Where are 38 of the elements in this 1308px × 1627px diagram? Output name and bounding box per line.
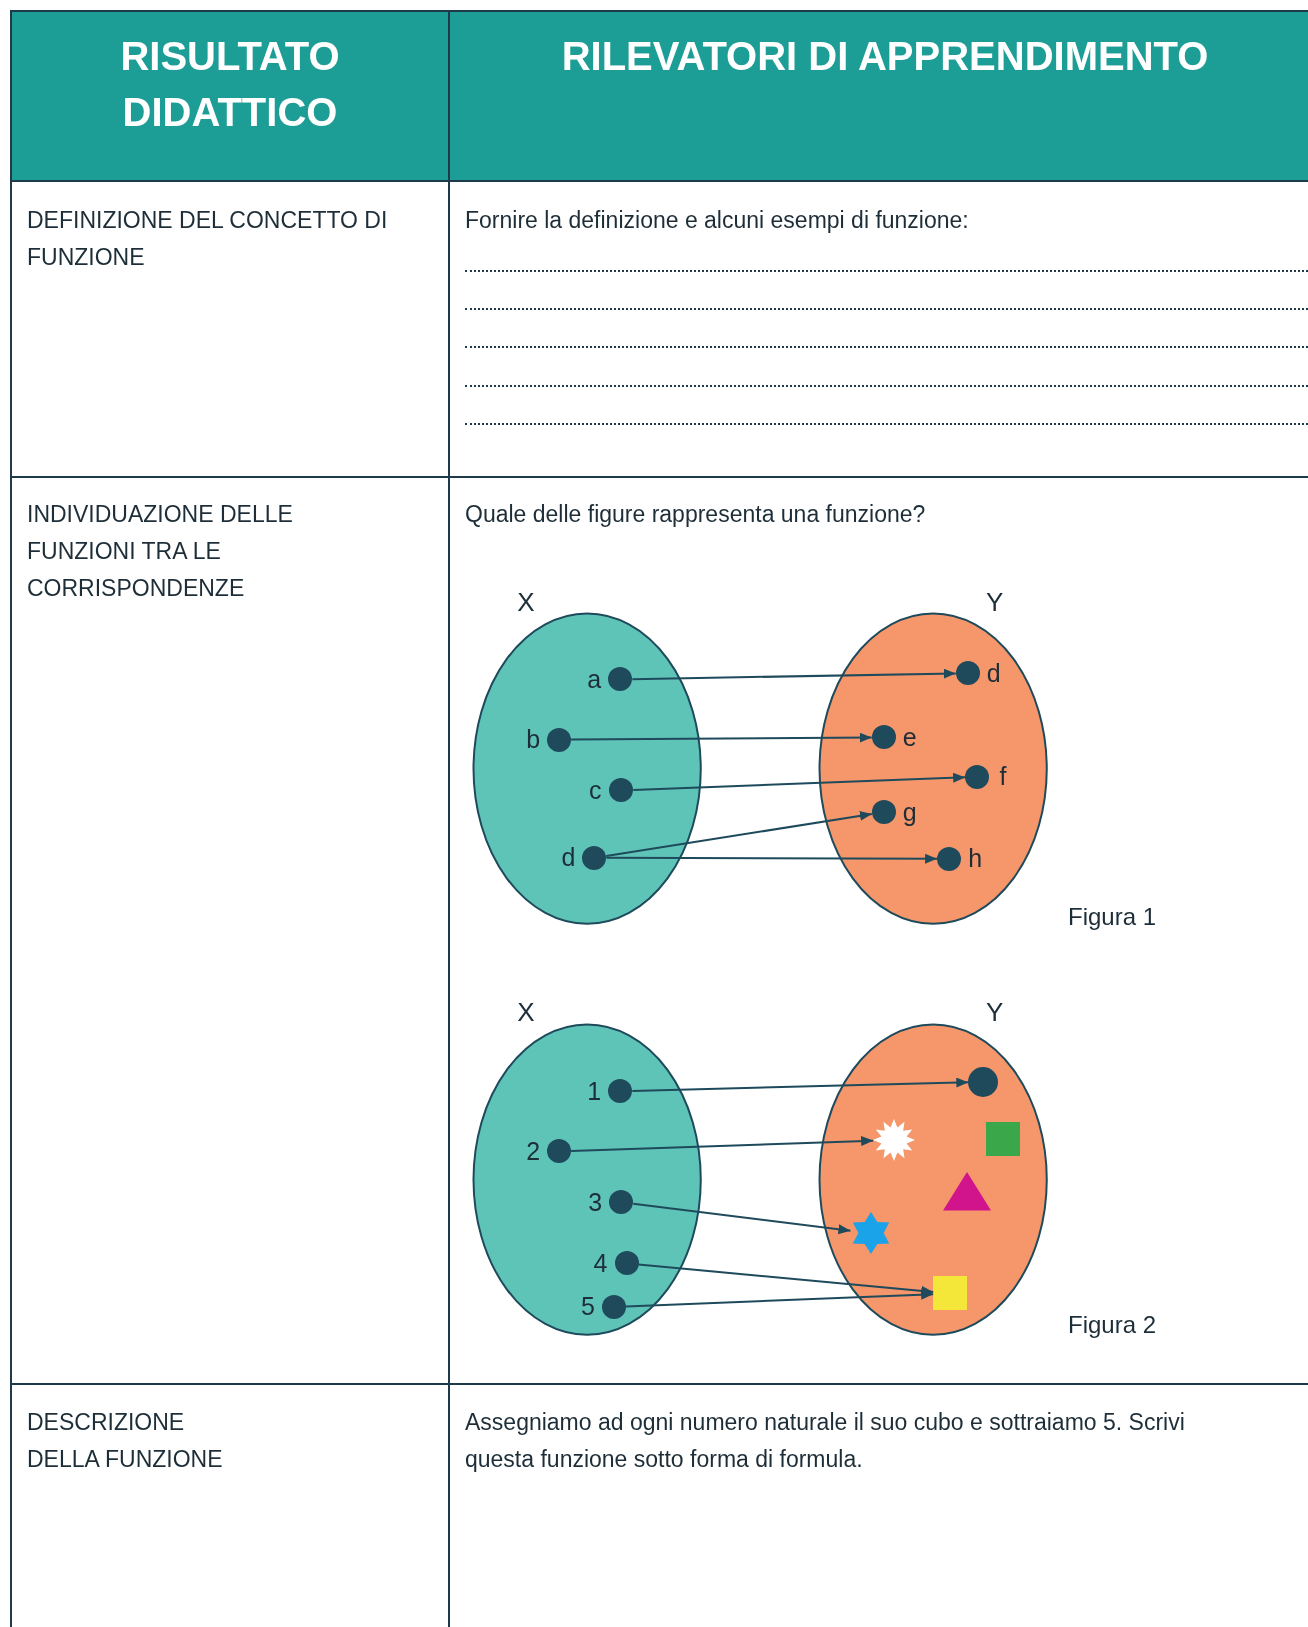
- element-label: 5: [580, 1294, 596, 1320]
- element-label: 4: [592, 1250, 609, 1276]
- element-label: g: [901, 799, 918, 825]
- element-label: h: [967, 846, 984, 872]
- element-label: d: [985, 660, 1002, 686]
- element-label: c: [588, 777, 603, 803]
- arrow: [605, 853, 939, 864]
- element-label: 1: [586, 1078, 603, 1104]
- row-heading: INDIVIDUAZIONE DELLE FUNZIONI TRA LE CORRISPONDENZE: [27, 500, 294, 603]
- set-label: X: [516, 999, 536, 1026]
- row-heading: DEFINIZIONE DEL CONCETTO DI FUNZIONE: [27, 206, 389, 272]
- arrow: [632, 772, 967, 791]
- arrow: [631, 1077, 970, 1092]
- element-label: 3: [587, 1189, 604, 1215]
- column-header: RISULTATO DIDATTICO: [119, 33, 341, 136]
- arrow: [625, 1289, 935, 1308]
- arrow: [632, 1202, 852, 1235]
- question-text: Fornire la definizione e alcuni esempi di funzione:: [465, 206, 970, 235]
- arrow: [631, 668, 957, 681]
- element-label: b: [525, 727, 542, 753]
- set-label: X: [516, 588, 536, 615]
- question-text: Quale delle figure rappresenta una funzione?: [465, 500, 927, 529]
- column-header: RILEVATORI DI APPRENDIMENTO: [560, 33, 1210, 80]
- question-text: Assegniamo ad ogni numero naturale il suo cubo e sottraiamo 5. Scrivi questa funzione sotto forma di formula.: [465, 1408, 1186, 1474]
- row-heading: DESCRIZIONE DELLA FUNZIONE: [27, 1408, 224, 1474]
- arrow: [637, 1263, 935, 1296]
- arrow: [605, 811, 873, 857]
- element-label: d: [560, 845, 577, 871]
- figure-caption: Figura 1: [1068, 902, 1158, 932]
- set-label: Y: [985, 999, 1005, 1026]
- element-label: f: [998, 764, 1008, 790]
- element-label: 2: [525, 1138, 542, 1164]
- element-label: a: [586, 666, 603, 692]
- figure-caption: Figura 2: [1068, 1310, 1158, 1340]
- set-label: Y: [985, 588, 1005, 615]
- arrow: [570, 1136, 875, 1152]
- element-label: e: [901, 725, 918, 750]
- arrow: [570, 732, 873, 743]
